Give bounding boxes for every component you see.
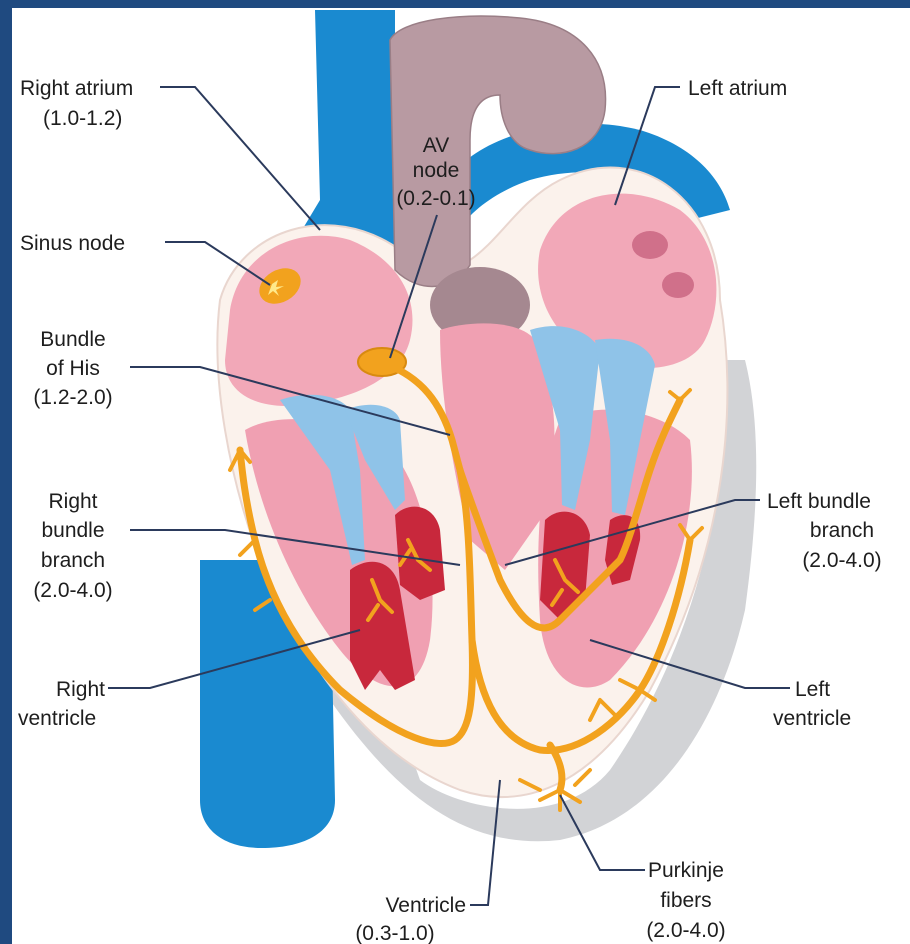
av-node-label-line2: node [413, 159, 460, 182]
right-bundle-branch-label-line3: branch [41, 549, 105, 572]
ventricle-value: (0.3-1.0) [355, 922, 434, 944]
right-atrium-label: Right atrium [20, 77, 133, 100]
left-bundle-branch-label: Left bundle [767, 490, 871, 513]
av-node-label: AV [423, 134, 449, 157]
right-atrium-value: (1.0-1.2) [43, 107, 122, 130]
ventricle-label: Ventricle [385, 894, 466, 917]
right-bundle-branch-label: Right [48, 490, 97, 513]
right-bundle-branch-label-line2: bundle [41, 519, 104, 542]
left-atrium-label: Left atrium [688, 77, 787, 100]
left-bundle-branch-value: (2.0-4.0) [802, 549, 881, 572]
purkinje-fibers-value: (2.0-4.0) [646, 919, 725, 942]
pulmonary-vein-opening [632, 231, 668, 259]
left-ventricle-label-line2: ventricle [773, 707, 851, 730]
sinus-node-label: Sinus node [20, 232, 125, 255]
pulmonary-vein-opening [662, 272, 694, 298]
purkinje-fibers-label: Purkinje [648, 859, 724, 882]
bundle-of-his-value: (1.2-2.0) [33, 386, 112, 409]
left-ventricle-label: Left [795, 678, 830, 701]
right-bundle-branch-value: (2.0-4.0) [33, 579, 112, 602]
purkinje-fibers-label-line2: fibers [660, 889, 711, 912]
right-ventricle-label: Right [56, 678, 105, 701]
av-node-value: (0.2-0.1) [396, 187, 475, 210]
right-ventricle-label-line2: ventricle [18, 707, 96, 730]
bundle-of-his-label-line2: of His [46, 357, 100, 380]
left-bundle-branch-label-line2: branch [810, 519, 874, 542]
bundle-of-his-label: Bundle [40, 328, 105, 351]
